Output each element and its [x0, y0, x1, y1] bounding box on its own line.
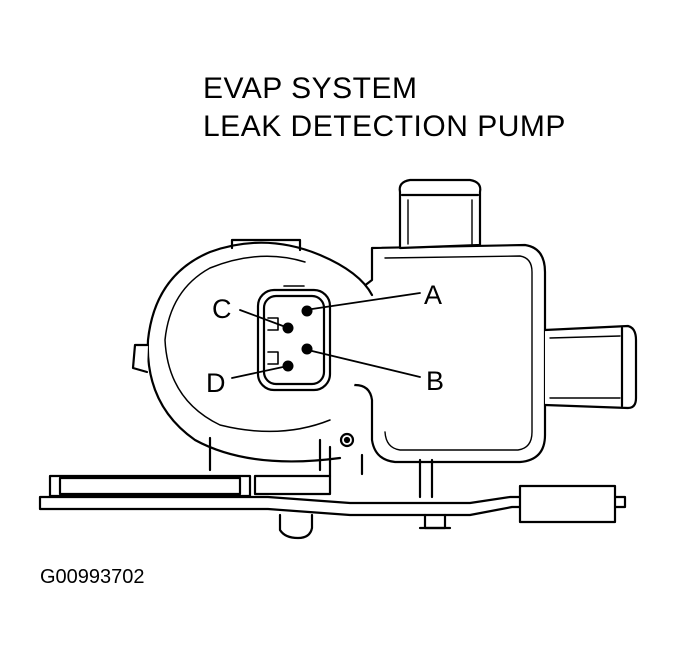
title-line-1: EVAP SYSTEM [203, 72, 418, 105]
terminal-a-pin [301, 305, 313, 317]
leader-line-b [311, 350, 421, 378]
leader-line-d [231, 366, 284, 379]
leader-line-c [239, 309, 284, 327]
diagram-title: EVAP SYSTEM LEAK DETECTION PUMP [203, 70, 566, 146]
leader-line-a [311, 292, 421, 310]
electrical-connector [256, 285, 332, 392]
terminal-c-pin [282, 322, 294, 334]
title-line-2: LEAK DETECTION PUMP [203, 110, 566, 143]
terminal-b-pin [301, 343, 313, 355]
pump-housing [328, 178, 638, 464]
mounting-bracket [38, 474, 627, 540]
terminal-label-b: B [426, 366, 444, 396]
terminal-label-c: C [212, 294, 232, 324]
terminal-label-d: D [206, 368, 226, 398]
figure-id: G00993702 [40, 566, 145, 588]
terminal-d-pin [282, 360, 294, 372]
terminal-label-a: A [424, 280, 442, 310]
